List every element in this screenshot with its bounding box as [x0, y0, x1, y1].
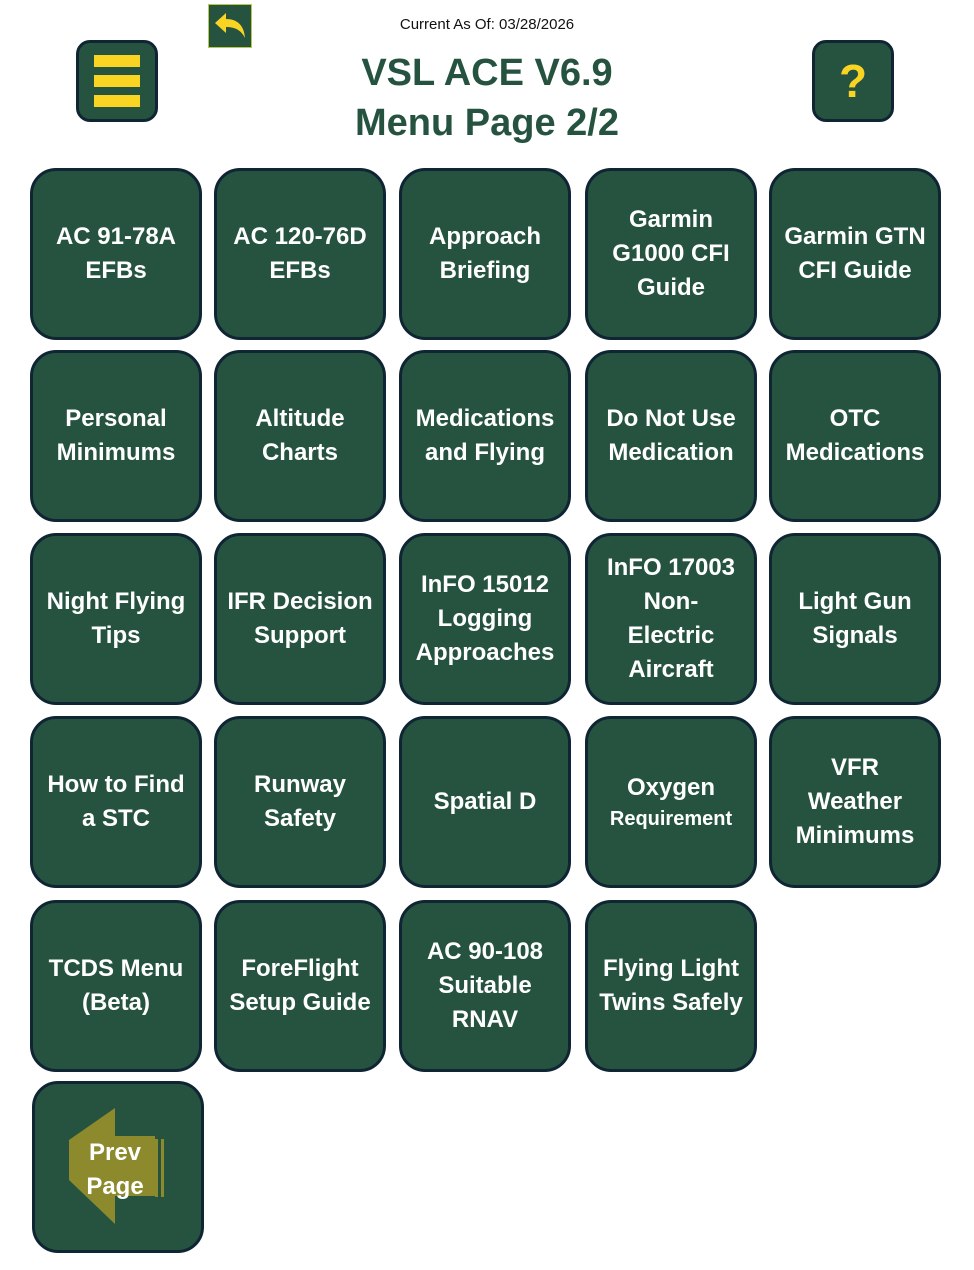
page-indicator: Menu Page 2/2	[355, 102, 619, 144]
reply-arrow-icon	[215, 13, 245, 38]
prev-label-line2: Page	[86, 1173, 144, 1200]
menu-button[interactable]	[76, 40, 158, 122]
question-mark-icon: ?	[838, 55, 868, 107]
back-button[interactable]	[208, 4, 252, 48]
help-button[interactable]: ?	[812, 40, 894, 122]
page-title: VSL ACE V6.9 Menu Page 2/2	[0, 48, 974, 148]
left-arrow-icon	[69, 1108, 164, 1224]
app-title: VSL ACE V6.9	[361, 52, 613, 94]
prev-page-button[interactable]: Prev Page	[32, 1081, 204, 1253]
tile-tcds-menu-beta[interactable]: TCDS Menu(Beta)	[30, 900, 202, 1072]
current-as-of-date: Current As Of: 03/28/2026	[399, 16, 575, 33]
tile-spatial-d[interactable]: Spatial D	[399, 716, 571, 888]
hamburger-menu-icon	[94, 55, 140, 67]
prev-label-line1: Prev	[88, 1139, 142, 1166]
